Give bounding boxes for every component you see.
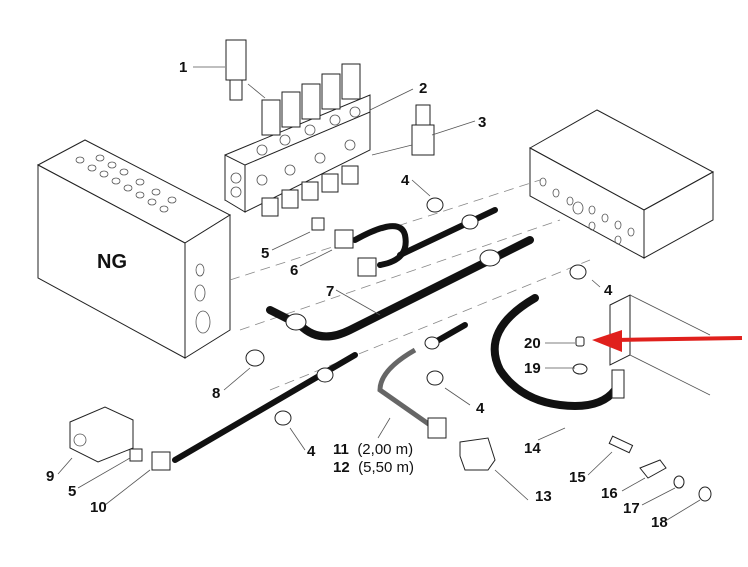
- gasket-5b: [129, 448, 143, 462]
- callout-14: 14: [524, 440, 541, 457]
- plug-20: [575, 336, 585, 347]
- callout-9: 9: [46, 468, 54, 485]
- mounting-bracket: [609, 294, 711, 396]
- solenoid-valve-1: [225, 39, 266, 101]
- callout-16: 16: [601, 485, 618, 502]
- callout-13: 13: [535, 488, 552, 505]
- leader-lines: [57, 66, 701, 521]
- box-label-ng: NG: [97, 251, 127, 273]
- connector-13: [459, 437, 496, 471]
- callout-4a: 4: [401, 172, 410, 189]
- highlight-arrow: [592, 330, 743, 352]
- callout-7: 7: [326, 283, 334, 300]
- washer-17: [673, 475, 685, 489]
- junction-box-right: [528, 109, 715, 259]
- callout-10: 10: [90, 499, 107, 516]
- bolt-15: [608, 435, 634, 454]
- callout-20: 20: [524, 335, 541, 352]
- callout-5a: 5: [261, 245, 269, 262]
- clip-16: [639, 459, 667, 479]
- junction-box-ng: NG: [36, 139, 232, 359]
- cable-6: [334, 207, 498, 277]
- callout-4b: 4: [604, 282, 613, 299]
- cable-11-12: [377, 322, 468, 439]
- callout-19: 19: [524, 360, 541, 377]
- solenoid-valve-3: [371, 104, 435, 156]
- callout-18: 18: [651, 514, 668, 531]
- solenoid-coil-9: [69, 406, 134, 463]
- gland-fittings: [245, 197, 587, 426]
- nut-18: [698, 486, 712, 502]
- callout-4d: 4: [307, 443, 316, 460]
- callout-17: 17: [623, 500, 640, 517]
- cable-14: [490, 294, 625, 410]
- callout-4c: 4: [476, 400, 485, 417]
- callout-3: 3: [478, 114, 486, 131]
- callout-15: 15: [569, 469, 586, 486]
- callout-8: 8: [212, 385, 220, 402]
- callout-2: 2: [419, 80, 427, 97]
- cable-7: [266, 236, 534, 341]
- callout-12: 12 (5,50 m): [333, 459, 414, 476]
- callouts: 1 2 3 4 4 4 4 5 5 6 7 8 9 10 11 (2,00 m)…: [46, 59, 668, 531]
- callout-1: 1: [179, 59, 187, 76]
- gasket-5a: [311, 217, 325, 231]
- callout-5b: 5: [68, 483, 76, 500]
- callout-11: 11 (2,00 m): [333, 441, 413, 458]
- cable-10: [151, 352, 358, 471]
- callout-6: 6: [290, 262, 298, 279]
- valve-block: [224, 63, 371, 217]
- grommet-19: [572, 363, 588, 375]
